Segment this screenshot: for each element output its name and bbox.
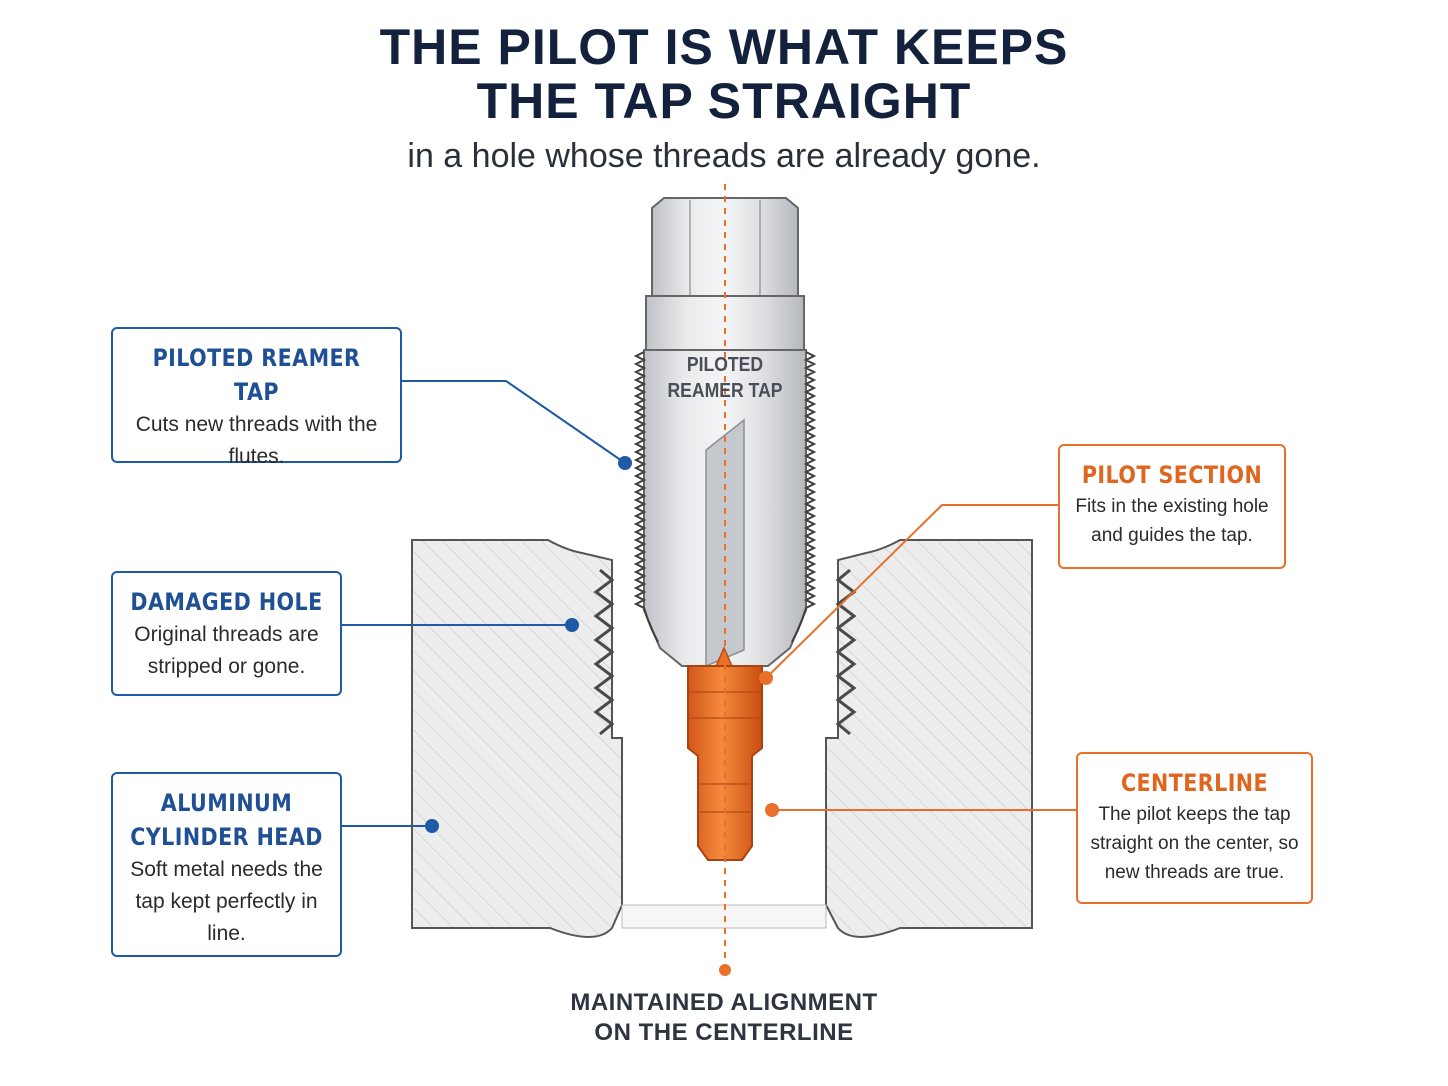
callout-heading: PILOT SECTION <box>1081 461 1263 489</box>
callout-heading: ALUMINUM CYLINDER HEAD <box>130 789 323 851</box>
title-line-1: THE PILOT IS WHAT KEEPS <box>379 19 1069 75</box>
cylinder-head-block <box>411 539 1033 938</box>
page-title: THE PILOT IS WHAT KEEPS THE TAP STRAIGHT <box>0 20 1448 128</box>
callout-pilot-section: PILOT SECTION Fits in the existing hole … <box>1058 444 1286 569</box>
callout-centerline: CENTERLINE The pilot keeps the tap strai… <box>1076 752 1313 904</box>
leader-dot-pilot <box>759 671 773 685</box>
leader-dot-centerline <box>765 803 779 817</box>
alignment-label-line-1: MAINTAINED ALIGNMENT <box>570 989 878 1016</box>
centerline-end-dot <box>719 964 731 976</box>
title-line-2: THE TAP STRAIGHT <box>476 73 972 129</box>
callout-body: Soft metal needs the tap kept perfectly … <box>130 858 323 945</box>
alignment-label-line-2: ON THE CENTERLINE <box>594 1019 854 1046</box>
alignment-label: MAINTAINED ALIGNMENT ON THE CENTERLINE <box>0 988 1448 1048</box>
leader-dot-head <box>425 819 439 833</box>
leader-lines <box>342 380 1076 827</box>
tap-label: PILOTED REAMER TAP <box>659 352 791 404</box>
leader-dot-tap <box>618 456 632 470</box>
callout-body: Original threads are stripped or gone. <box>134 623 319 678</box>
callout-damaged-hole: DAMAGED HOLE Original threads are stripp… <box>111 571 342 696</box>
callout-body: Cuts new threads with the flutes. <box>135 413 378 468</box>
tap-label-line-2: REAMER TAP <box>667 380 783 402</box>
leader-dot-hole <box>565 618 579 632</box>
callout-body: Fits in the existing hole and guides the… <box>1075 496 1269 546</box>
callout-body: The pilot keeps the tap straight on the … <box>1090 804 1299 883</box>
callout-heading: PILOTED REAMER TAP <box>152 344 361 406</box>
callout-heading: DAMAGED HOLE <box>130 588 323 616</box>
tap-label-line-1: PILOTED <box>686 354 764 376</box>
page-subtitle: in a hole whose threads are already gone… <box>407 137 1041 175</box>
callout-aluminum-cylinder-head: ALUMINUM CYLINDER HEAD Soft metal needs … <box>111 772 342 957</box>
callout-heading: CENTERLINE <box>1120 769 1269 797</box>
callout-piloted-reamer-tap: PILOTED REAMER TAP Cuts new threads with… <box>111 327 402 468</box>
